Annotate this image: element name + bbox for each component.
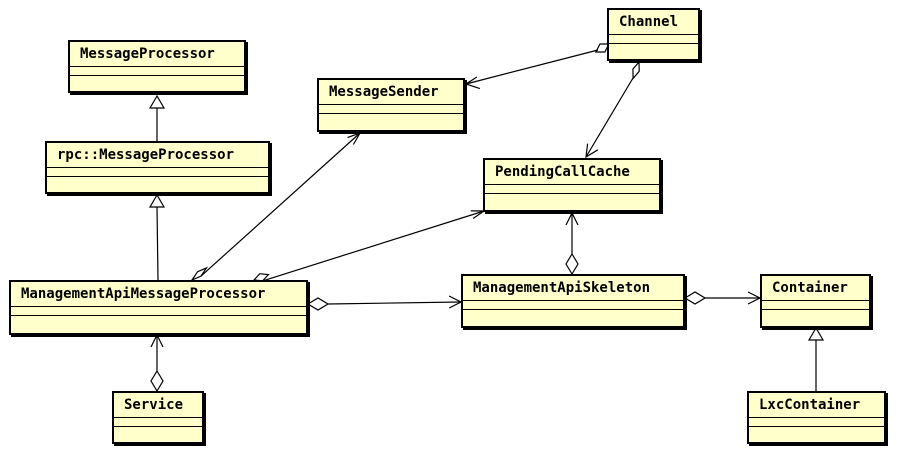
class-name: PendingCallCache	[485, 160, 659, 185]
attributes-compartment	[319, 105, 463, 114]
class-lxc-container[interactable]: LxcContainer	[747, 391, 886, 444]
operations-compartment	[47, 177, 268, 192]
attributes-compartment	[609, 35, 698, 44]
attributes-compartment	[114, 418, 202, 427]
attributes-compartment	[762, 301, 869, 310]
operations-compartment	[70, 76, 244, 91]
class-channel[interactable]: Channel	[607, 8, 700, 61]
operations-compartment	[485, 194, 659, 210]
generalization-rpc-to-messageprocessor	[148, 94, 166, 141]
operations-compartment	[319, 114, 463, 130]
class-message-processor[interactable]: MessageProcessor	[68, 40, 246, 93]
class-rpc-message-processor[interactable]: rpc::MessageProcessor	[45, 141, 270, 194]
class-pending-call-cache[interactable]: PendingCallCache	[483, 158, 661, 212]
class-name: Channel	[609, 10, 698, 35]
class-service[interactable]: Service	[112, 391, 204, 444]
class-name: rpc::MessageProcessor	[47, 143, 268, 168]
class-name: ManagementApiMessageProcessor	[11, 282, 306, 307]
class-name: MessageSender	[319, 80, 463, 105]
class-name: ManagementApiSkeleton	[463, 276, 683, 301]
operations-compartment	[762, 310, 869, 326]
class-management-api-message-processor[interactable]: ManagementApiMessageProcessor	[9, 280, 308, 335]
class-name: MessageProcessor	[70, 42, 244, 67]
class-container[interactable]: Container	[760, 274, 871, 328]
operations-compartment	[749, 427, 884, 442]
class-message-sender[interactable]: MessageSender	[317, 78, 465, 132]
aggregation-mamp-to-pendingcallcache	[252, 210, 486, 282]
aggregation-mamp-to-skeleton	[306, 295, 463, 311]
operations-compartment	[609, 44, 698, 59]
attributes-compartment	[47, 168, 268, 177]
operations-compartment	[463, 310, 683, 326]
attributes-compartment	[70, 67, 244, 76]
class-name: Container	[762, 276, 869, 301]
aggregation-skeleton-to-container	[683, 291, 762, 305]
aggregation-channel-to-messagesender	[464, 43, 610, 90]
attributes-compartment	[485, 185, 659, 194]
class-management-api-skeleton[interactable]: ManagementApiSkeleton	[461, 274, 685, 328]
aggregation-channel-to-pendingcallcache	[585, 60, 640, 159]
generalization-lxc-to-container	[807, 326, 825, 391]
operations-compartment	[114, 427, 202, 442]
class-name: LxcContainer	[749, 393, 884, 418]
aggregation-mamp-to-messagesender	[190, 131, 362, 282]
aggregation-service-to-mamp	[150, 333, 164, 393]
attributes-compartment	[749, 418, 884, 427]
generalization-mamp-to-rpc	[148, 193, 166, 281]
class-name: Service	[114, 393, 202, 418]
attributes-compartment	[463, 301, 683, 310]
aggregation-skeleton-to-pendingcallcache	[565, 211, 579, 276]
operations-compartment	[11, 316, 306, 333]
attributes-compartment	[11, 307, 306, 316]
